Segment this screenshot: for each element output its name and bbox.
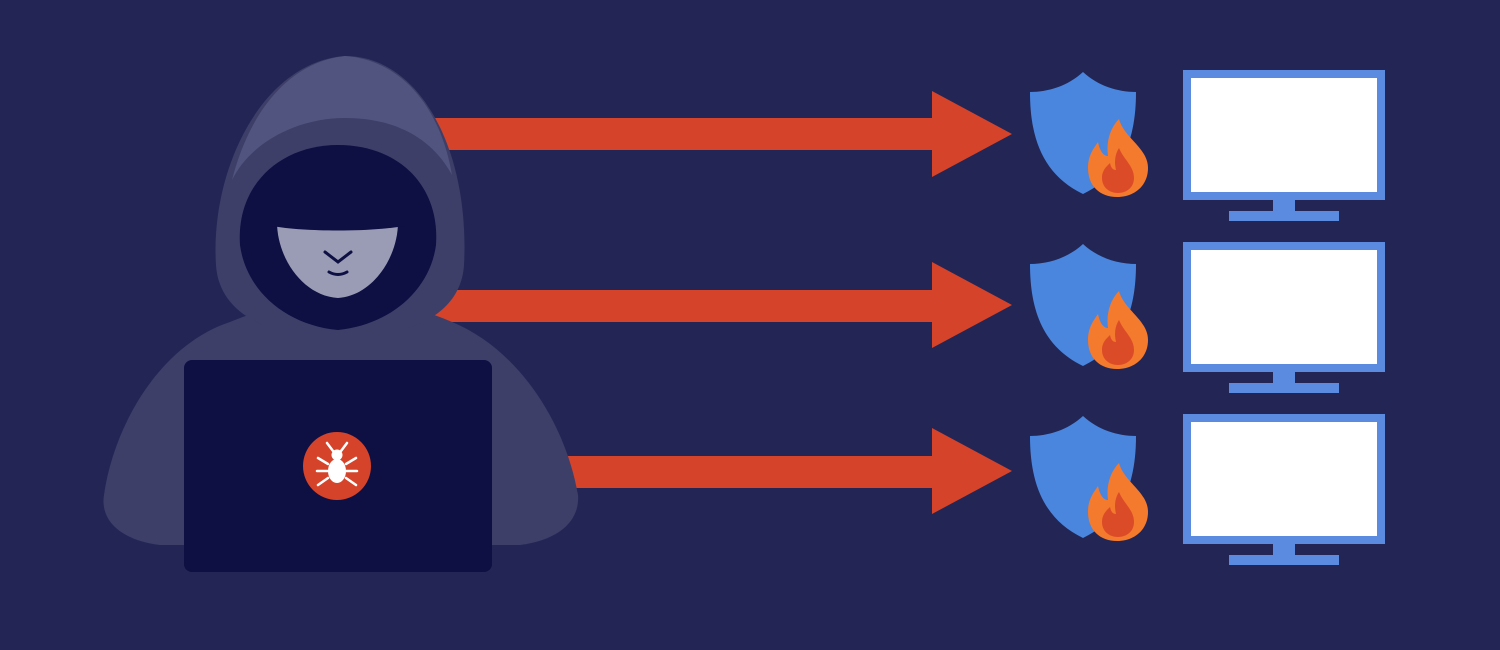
bug-icon: [303, 432, 371, 500]
target-row: [1030, 414, 1385, 565]
monitor-icon: [1183, 414, 1385, 565]
hacker-mouth: [327, 270, 349, 276]
monitor-icon: [1183, 242, 1385, 393]
targets: [1030, 70, 1385, 565]
target-row: [1030, 242, 1385, 393]
hacker-nose: [323, 250, 353, 264]
hacker-mask: [272, 200, 404, 231]
target-row: [1030, 70, 1385, 221]
fire-icon: [1088, 291, 1148, 369]
fire-icon: [1088, 119, 1148, 197]
hacker-hood-highlight: [232, 56, 452, 180]
laptop-icon: [184, 360, 492, 572]
arrow-right-icon: [410, 91, 1012, 177]
fire-icon: [1088, 463, 1148, 541]
arrow-right-icon: [410, 262, 1012, 348]
monitor-icon: [1183, 70, 1385, 221]
